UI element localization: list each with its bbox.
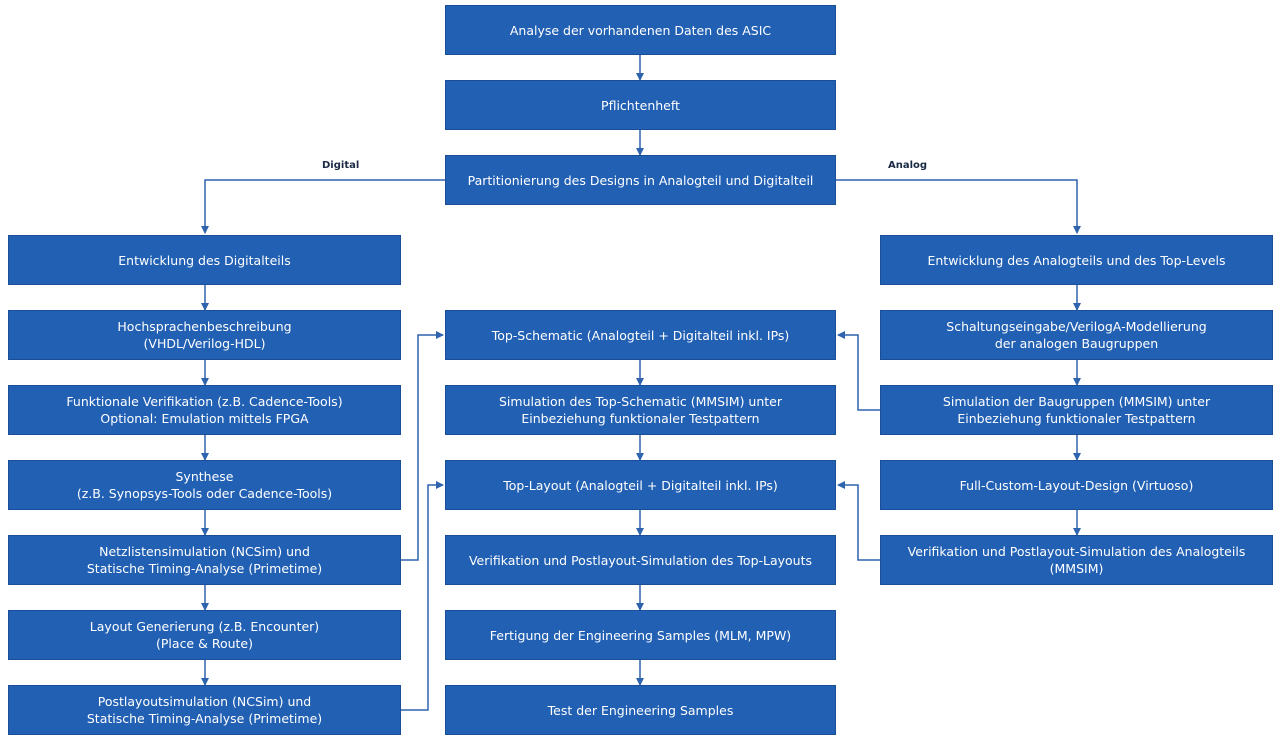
step-verifikation-top-layout: Verifikation und Postlayout-Simulation d…: [445, 535, 836, 585]
box-text-line: Netzlistensimulation (NCSim) und: [99, 544, 310, 559]
analog-branch-label: Analog: [888, 160, 928, 171]
box-text-line: Fertigung der Engineering Samples (MLM, …: [489, 627, 792, 643]
step-digital-synthese: Synthese (z.B. Synopsys-Tools oder Cadenc…: [8, 460, 401, 510]
step-top-layout: Top-Layout (Analogteil + Digitalteil ink…: [445, 460, 836, 510]
box-text-line: Full-Custom-Layout-Design (Virtuoso): [959, 477, 1194, 493]
box-text-line: Einbeziehung funktionaler Testpattern: [521, 411, 760, 426]
step-simulation-top-schematic: Simulation des Top-Schematic (MMSIM) unt…: [445, 385, 836, 435]
box-text-line: (z.B. Synopsys-Tools oder Cadence-Tools): [76, 486, 333, 501]
box-text-line: Synthese: [175, 469, 234, 484]
step-digital-layout: Layout Generierung (z.B. Encounter) (Plac…: [8, 610, 401, 660]
connector-digital-to-top-schematic: [401, 331, 444, 561]
step-top-schematic: Top-Schematic (Analogteil + Digitalteil …: [445, 310, 836, 360]
box-text-line: Hochsprachenbeschreibung: [117, 319, 292, 334]
connector-analog-to-top-schematic: [837, 331, 880, 411]
box-text-line: Simulation der Baugruppen (MMSIM) unter: [942, 394, 1211, 409]
step-analog-entwicklung: Entwicklung des Analogteils und des Top-…: [880, 235, 1273, 285]
box-text-line: Layout Generierung (z.B. Encounter): [89, 619, 320, 634]
connector-digital-to-top-layout: [401, 481, 444, 711]
box-text-line: Simulation des Top-Schematic (MMSIM) unt…: [498, 394, 783, 409]
box-text-line: Verifikation und Postlayout-Simulation d…: [907, 544, 1246, 559]
digital-branch-label: Digital: [322, 160, 360, 171]
box-text-line: Partitionierung des Designs in Analogtei…: [467, 172, 814, 188]
step-analog-verifikation: Verifikation und Postlayout-Simulation d…: [880, 535, 1273, 585]
step-digital-hochsprachen: Hochsprachenbeschreibung (VHDL/Verilog-HD…: [8, 310, 401, 360]
box-text-line: Entwicklung des Digitalteils: [118, 252, 291, 268]
connector-analog-branch: [836, 179, 1081, 234]
box-text-line: der analogen Baugruppen: [994, 336, 1159, 351]
box-text-line: Optional: Emulation mittels FPGA: [100, 411, 309, 426]
connector-digital-branch: [201, 179, 445, 234]
box-text-line: Schaltungseingabe/VerilogA-Modellierung: [946, 319, 1207, 334]
box-text-line: Test der Engineering Samples: [547, 702, 734, 718]
box-text-line: Statische Timing-Analyse (Primetime): [86, 561, 323, 576]
box-text-line: Postlayoutsimulation (NCSim) und: [97, 694, 312, 709]
step-analog-fullcustom: Full-Custom-Layout-Design (Virtuoso): [880, 460, 1273, 510]
box-text-line: Statische Timing-Analyse (Primetime): [86, 711, 323, 726]
box-text-line: Analyse der vorhandenen Daten des ASIC: [509, 22, 772, 38]
step-test: Test der Engineering Samples: [445, 685, 836, 735]
box-text-line: (VHDL/Verilog-HDL): [143, 336, 266, 351]
step-analyse: Analyse der vorhandenen Daten des ASIC: [445, 5, 836, 55]
box-text-line: Funktionale Verifikation (z.B. Cadence-T…: [66, 394, 343, 409]
box-text-line: Top-Layout (Analogteil + Digitalteil ink…: [503, 477, 778, 493]
box-text-line: (MMSIM): [1049, 561, 1104, 576]
step-partitionierung: Partitionierung des Designs in Analogtei…: [445, 155, 836, 205]
box-text-line: Pflichtenheft: [601, 97, 680, 113]
box-text-line: Einbeziehung funktionaler Testpattern: [957, 411, 1196, 426]
step-digital-entwicklung: Entwicklung des Digitalteils: [8, 235, 401, 285]
step-pflichtenheft: Pflichtenheft: [445, 80, 836, 130]
step-digital-verifikation: Funktionale Verifikation (z.B. Cadence-T…: [8, 385, 401, 435]
connector-analog-to-top-layout: [837, 481, 880, 561]
box-text-line: Verifikation und Postlayout-Simulation d…: [468, 552, 813, 568]
box-text-line: (Place & Route): [156, 636, 253, 651]
step-analog-schaltung: Schaltungseingabe/VerilogA-Modellierung d…: [880, 310, 1273, 360]
box-text-line: Top-Schematic (Analogteil + Digitalteil …: [491, 327, 790, 343]
step-fertigung: Fertigung der Engineering Samples (MLM, …: [445, 610, 836, 660]
box-text-line: Entwicklung des Analogteils und des Top-…: [927, 252, 1226, 268]
